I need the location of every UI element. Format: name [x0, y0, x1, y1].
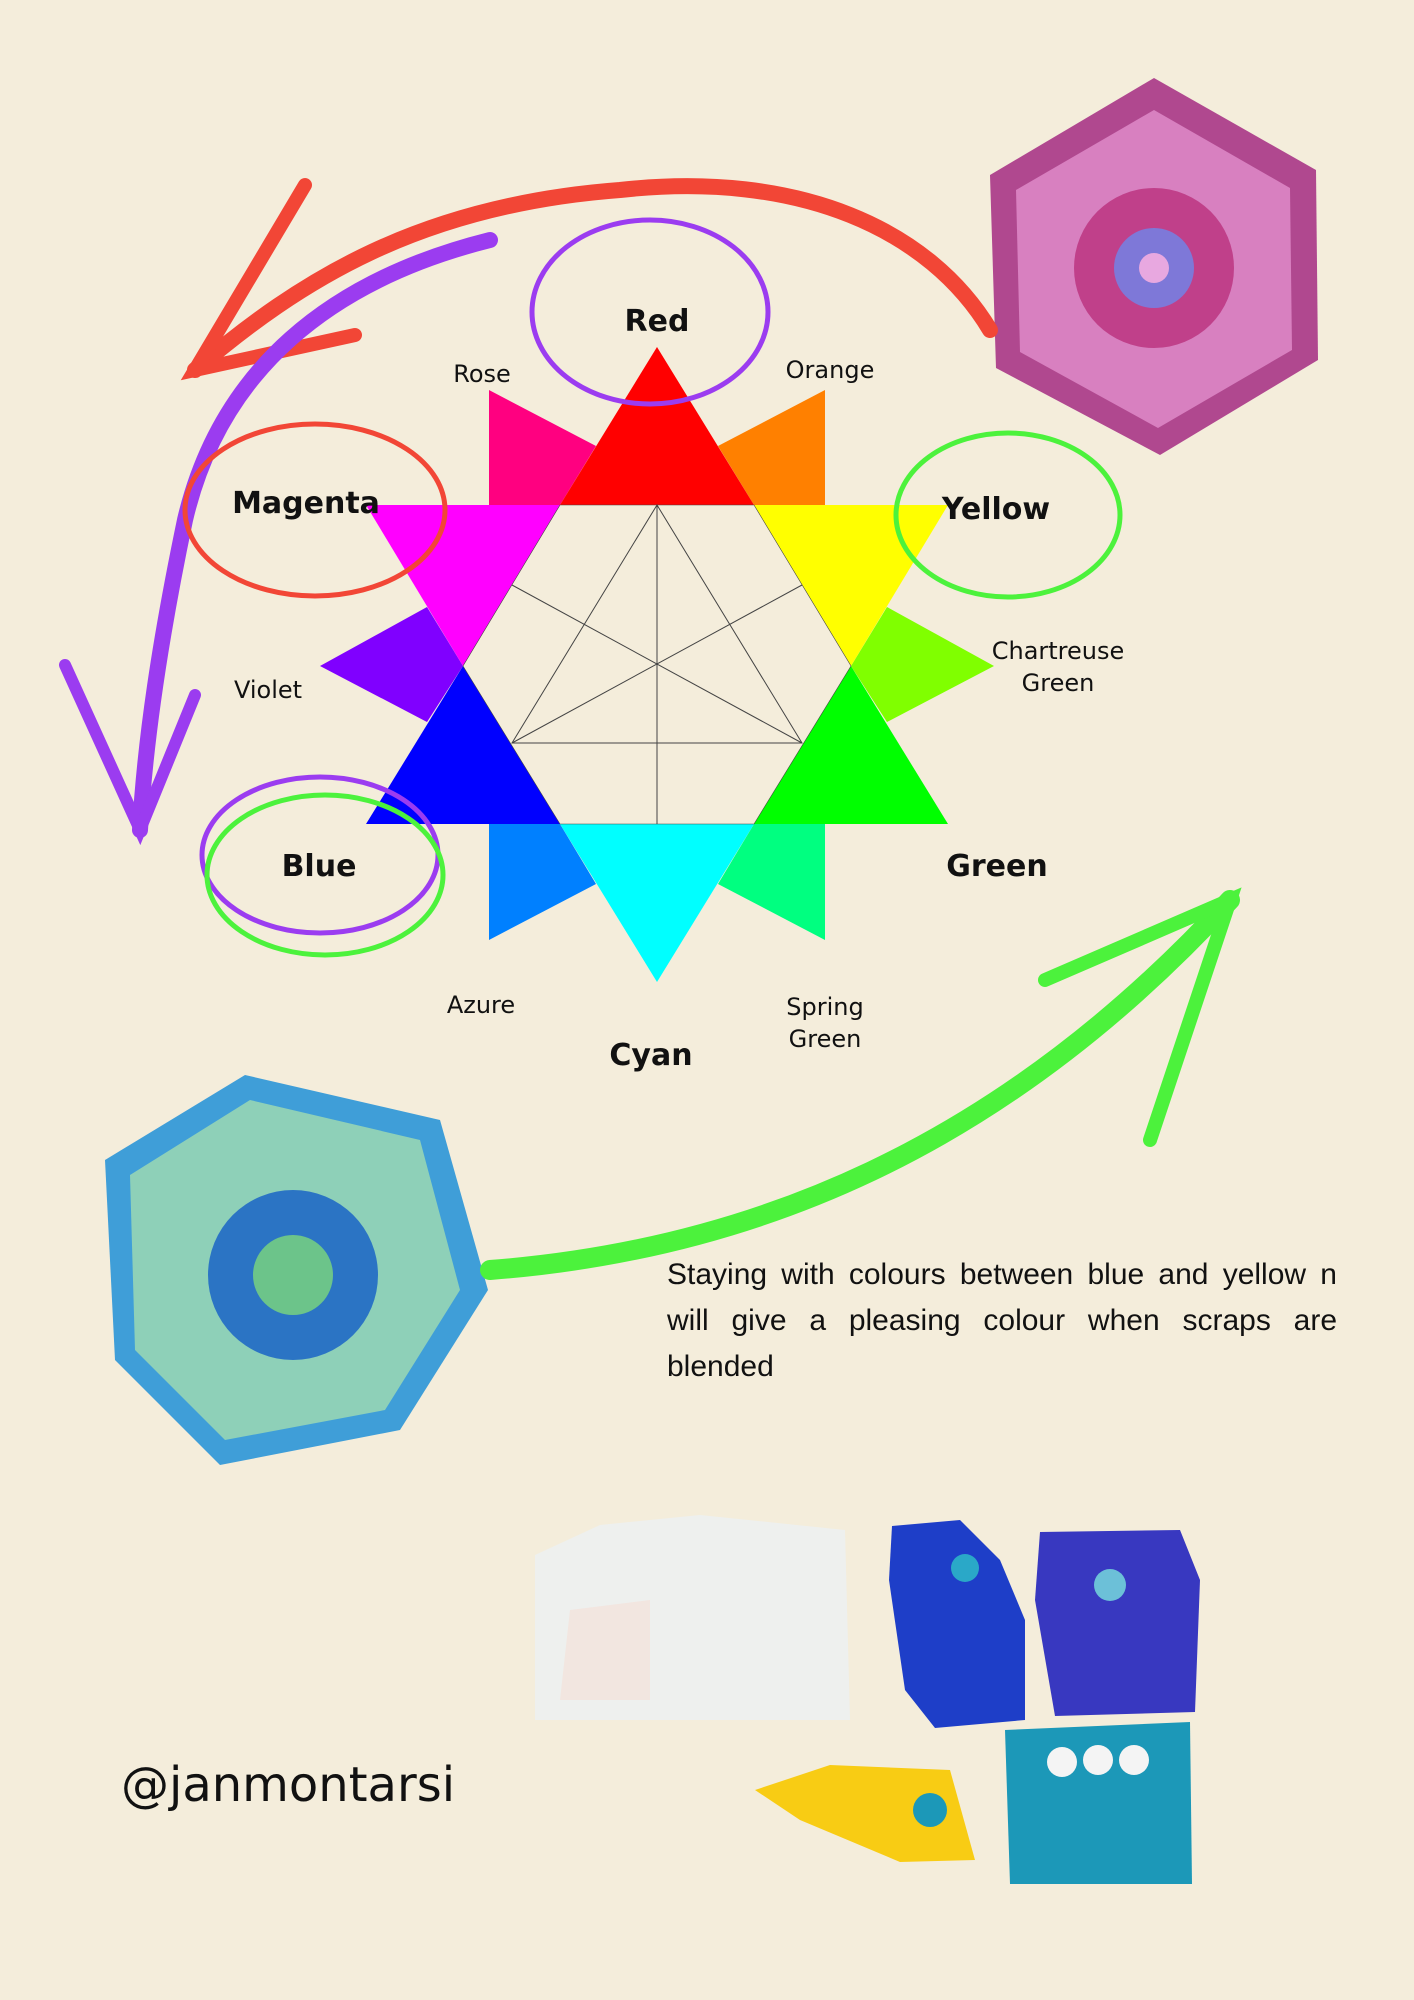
- red-segment: [560, 347, 754, 505]
- red-highlight-circle: [529, 217, 771, 407]
- label-blue: Blue: [281, 849, 357, 884]
- purple-arrowhead: [59, 659, 201, 846]
- green-arrowhead: [1038, 887, 1242, 1147]
- label-yellow: Yellow: [941, 492, 1051, 527]
- author-handle: @janmontarsi: [121, 1757, 456, 1813]
- label-line-1: Spring: [786, 993, 864, 1021]
- orange-segment: [718, 390, 825, 505]
- label-red: Red: [624, 304, 690, 339]
- label-line-2: Green: [1021, 669, 1095, 697]
- label-cyan: Cyan: [609, 1038, 693, 1073]
- yellow-segment: [754, 505, 948, 666]
- blue-segment: [366, 666, 560, 824]
- label-violet: Violet: [233, 676, 303, 704]
- pink-bowl-photo: [990, 78, 1318, 455]
- cyan-segment: [560, 824, 754, 982]
- azure-segment: [489, 824, 596, 940]
- label-rose: Rose: [453, 360, 511, 388]
- green-segment: [754, 666, 948, 824]
- blue-highlight-circle-green: [204, 792, 446, 958]
- violet-segment: [320, 607, 463, 722]
- label-line-2: Green: [788, 1025, 862, 1053]
- inner-guide-lines: [462, 504, 852, 825]
- annotation-text: Staying with colours between blue and ye…: [667, 1258, 1337, 1383]
- red-arrow: [187, 178, 998, 378]
- red-arrowhead: [180, 178, 362, 381]
- spring-green-segment: [718, 824, 825, 940]
- clay-scraps-photo: [535, 1515, 1200, 1884]
- label-magenta: Magenta: [232, 486, 380, 521]
- magenta-highlight-circle: [182, 421, 448, 599]
- blue-bowl-photo: [105, 1075, 488, 1465]
- label-green: Green: [946, 849, 1048, 884]
- yellow-highlight-circle: [893, 430, 1123, 600]
- label-orange: Orange: [785, 356, 875, 384]
- chartreuse-segment: [851, 607, 994, 722]
- label-azure: Azure: [446, 991, 516, 1019]
- magenta-segment: [366, 505, 560, 666]
- purple-arrow: [132, 232, 498, 838]
- rose-segment: [489, 390, 596, 505]
- label-line-1: Chartreuse: [991, 637, 1125, 665]
- green-arrow: [480, 890, 1240, 1280]
